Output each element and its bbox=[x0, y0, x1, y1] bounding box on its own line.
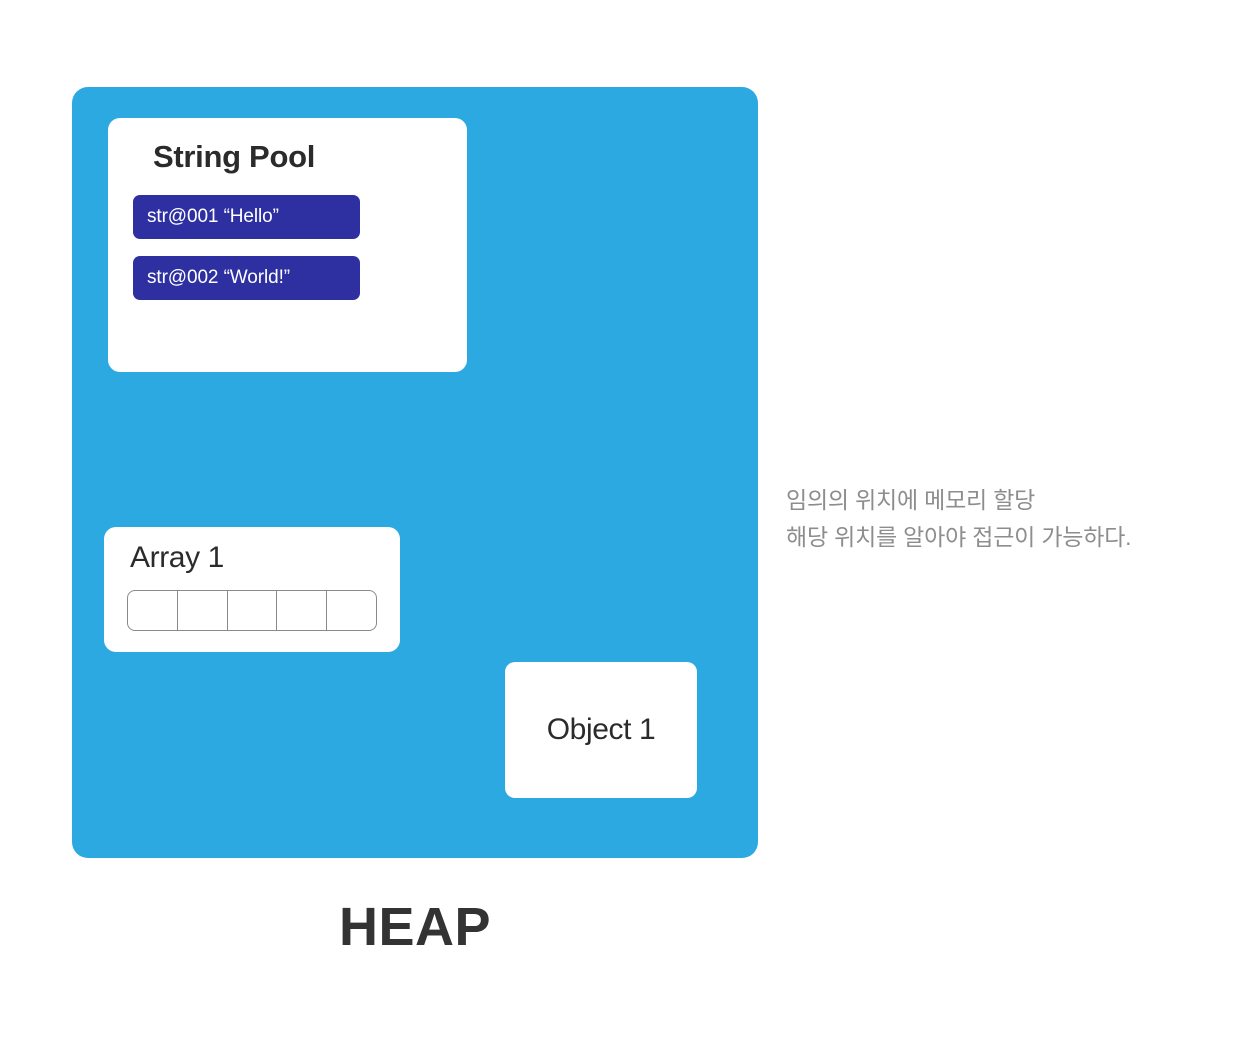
array-cell bbox=[128, 591, 178, 630]
object-label: Object 1 bbox=[546, 713, 656, 746]
heap-caption: HEAP bbox=[338, 897, 492, 957]
string-pool-entry: str@001 “Hello” bbox=[133, 195, 360, 239]
array-title: Array 1 bbox=[130, 541, 224, 574]
heap-container: String Pool str@001 “Hello” str@002 “Wor… bbox=[72, 87, 758, 858]
array-cells bbox=[127, 590, 377, 631]
string-pool-card: String Pool str@001 “Hello” str@002 “Wor… bbox=[108, 118, 467, 372]
string-pool-title: String Pool bbox=[153, 139, 316, 174]
object-card: Object 1 bbox=[505, 662, 697, 798]
array-cell bbox=[178, 591, 228, 630]
annotation-line-1: 임의의 위치에 메모리 할당 bbox=[786, 487, 1036, 513]
array-card: Array 1 bbox=[104, 527, 400, 652]
array-cell bbox=[277, 591, 328, 630]
annotation-text: 임의의 위치에 메모리 할당 해당 위치를 알아야 접근이 가능하다. bbox=[786, 482, 1206, 557]
array-cell bbox=[327, 591, 376, 630]
array-cell bbox=[228, 591, 278, 630]
string-pool-entry: str@002 “World!” bbox=[133, 256, 360, 300]
annotation-line-2: 해당 위치를 알아야 접근이 가능하다. bbox=[786, 524, 1132, 551]
